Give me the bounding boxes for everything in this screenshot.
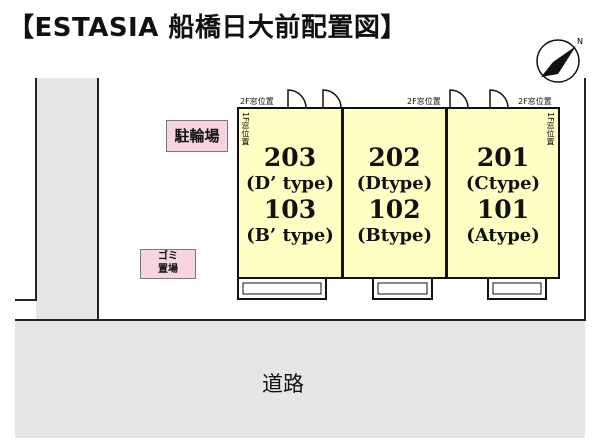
north-arrow-icon: N	[536, 37, 583, 83]
compass-label: N	[577, 37, 583, 46]
site-boundary-left-inner	[97, 78, 586, 321]
room-type: (B’ type)	[246, 225, 334, 246]
window-label-2f-2: 2F窓位置	[407, 97, 441, 106]
room-type: (Btype)	[356, 225, 433, 246]
site-boundary	[15, 78, 37, 301]
road-label: 道路	[262, 372, 304, 396]
unit-label-3: 201 (Ctype) 101 (Atype)	[447, 144, 559, 248]
garbage-line-2: 置場	[158, 264, 178, 275]
room-number: 202	[368, 143, 421, 172]
room-number: 203	[263, 143, 317, 172]
balcony-2-inner	[377, 282, 428, 295]
window-label-2f-1: 2F窓位置	[240, 97, 274, 106]
unit-label-2: 202 (Dtype) 102 (Btype)	[343, 144, 446, 248]
garbage-line-1: ゴミ	[158, 251, 178, 262]
window-label-2f-3: 2F窓位置	[518, 97, 552, 106]
page-title: 【ESTASIA 船橋日大前配置図】	[8, 13, 407, 43]
room-type: (Ctype)	[465, 173, 541, 194]
balcony-1-inner	[242, 282, 322, 295]
room-type: (Atype)	[466, 225, 540, 246]
window-label-1f-1: 1F窓位置	[241, 112, 250, 146]
unit-label-1: 203 (D’ type) 103 (B’ type)	[238, 144, 342, 248]
room-number: 101	[476, 195, 530, 224]
unit-block-1	[237, 107, 343, 279]
balcony-3-inner	[492, 282, 542, 295]
road-area	[15, 320, 585, 438]
room-type: (Dtype)	[356, 173, 433, 194]
unit-block-3	[446, 107, 560, 279]
window-label-1f-2: 1F窓位置	[546, 112, 555, 146]
room-number: 102	[368, 195, 421, 224]
side-road-area	[36, 78, 98, 320]
garbage-area-label: ゴミ 置場	[140, 249, 196, 279]
unit-block-2	[342, 107, 447, 279]
room-number: 201	[476, 143, 530, 172]
door-swing-icon	[287, 89, 509, 109]
room-number: 103	[263, 195, 317, 224]
bicycle-parking-label: 駐輪場	[166, 120, 228, 152]
room-type: (D’ type)	[246, 173, 334, 194]
